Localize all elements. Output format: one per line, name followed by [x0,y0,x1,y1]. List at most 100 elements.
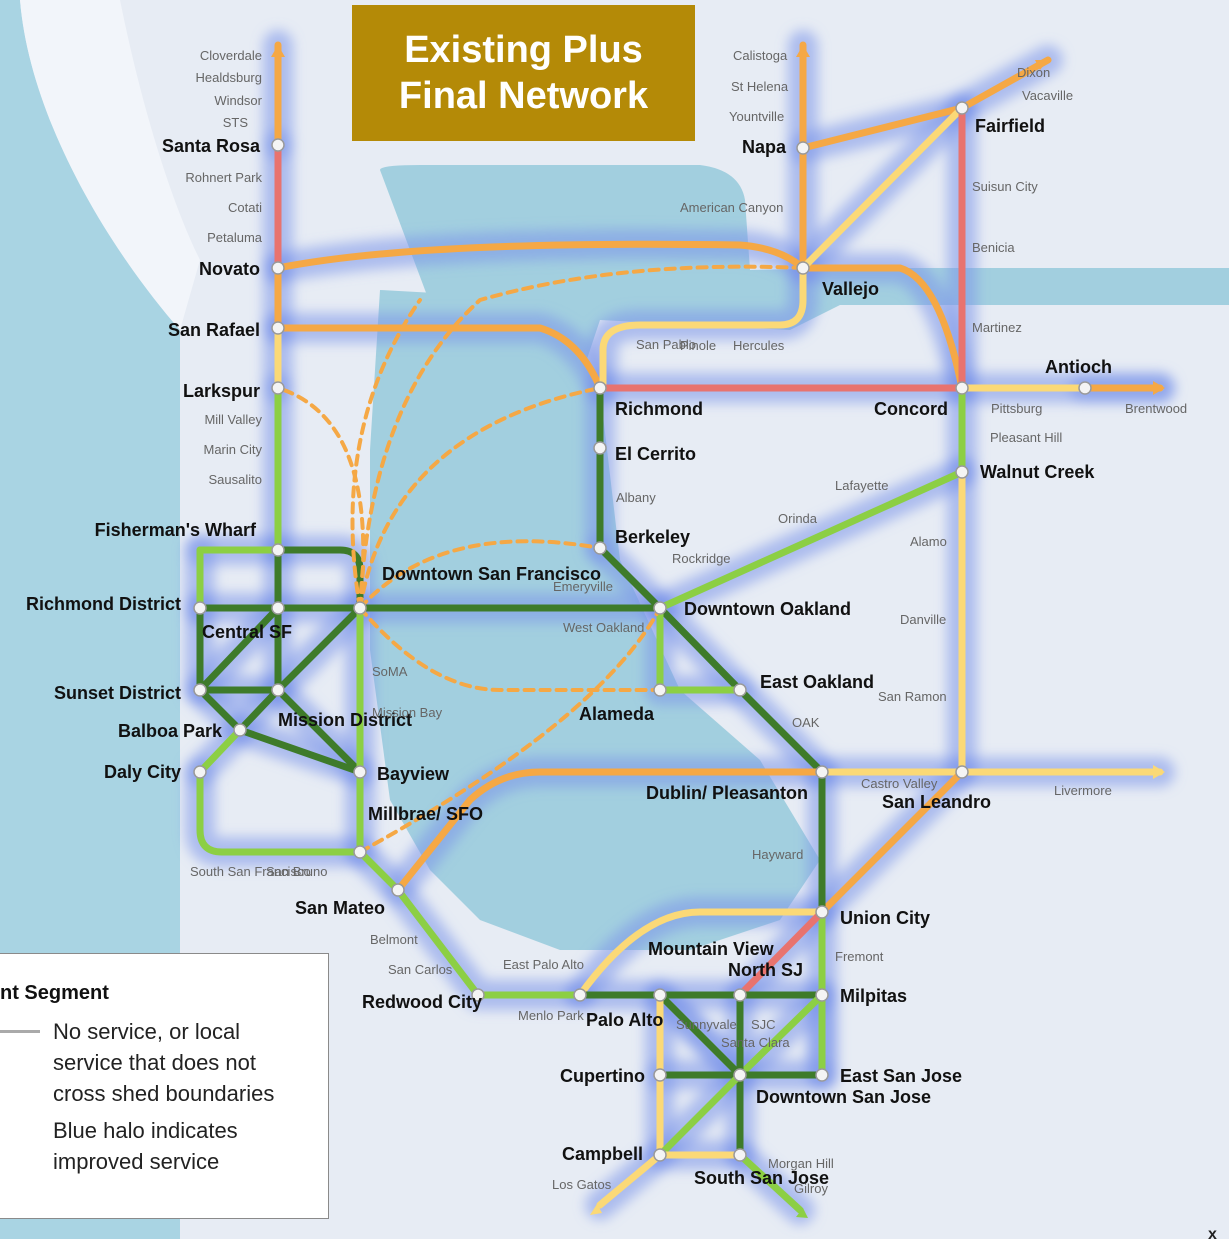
dashed-service-segment [358,386,602,610]
service-segment [274,686,364,776]
minor-place-label: Livermore [1054,783,1112,798]
station-markers [193,101,1092,1162]
minor-place-label: Healdsburg [196,70,263,85]
minor-place-label: Los Gatos [552,1177,612,1192]
minor-place-label: Pittsburg [991,401,1042,416]
major-station-label: Balboa Park [118,721,223,741]
major-station-label: Daly City [104,762,181,782]
station-marker [593,381,607,395]
station-marker [271,321,285,335]
major-station-label: East Oakland [760,672,874,692]
minor-place-label: SoMA [372,664,408,679]
major-station-label: Redwood City [362,992,482,1012]
major-station-label: Mission District [278,710,412,730]
minor-place-label: Martinez [972,320,1022,335]
minor-place-label: American Canyon [680,200,783,215]
service-segment [656,468,966,612]
ocean-shore [20,0,200,330]
station-marker [733,1148,747,1162]
service-segment [799,264,966,392]
map-title-line-1: Existing Plus [404,29,643,71]
station-marker [955,381,969,395]
major-station-label: San Leandro [882,792,991,812]
station-marker [271,138,285,152]
major-station-label: Bayview [377,764,450,784]
dashed-service-segment [358,264,805,610]
ocean [0,0,180,1239]
minor-place-label: Marin City [203,442,262,457]
minor-place-label: Santa Clara [721,1035,790,1050]
minor-place-label: San Pablo [636,337,696,352]
major-station-label: Fairfield [975,116,1045,136]
station-marker [653,1148,667,1162]
major-station-label: Palo Alto [586,1010,663,1030]
minor-place-label: San Bruno [266,864,327,879]
legend-no-service-line-2: service that does not [53,1050,257,1075]
station-marker [815,1068,829,1082]
station-marker [271,381,285,395]
dashed-service-segment [350,298,422,610]
service-segment [394,768,826,894]
service-segment [196,726,244,776]
minor-place-label: West Oakland [563,620,644,635]
service-segment [736,908,826,999]
station-marker [815,905,829,919]
major-station-label: El Cerrito [615,444,696,464]
station-marker [733,1068,747,1082]
minor-place-label: Benicia [972,240,1015,255]
minor-place-label: Danville [900,612,946,627]
major-station-label: San Mateo [295,898,385,918]
minor-place-label: Rockridge [672,551,731,566]
minor-place-label: Rohnert Park [185,170,262,185]
station-marker [573,988,587,1002]
dashed-service-segment [276,386,366,610]
minor-place-label: Albany [616,490,656,505]
service-segment [576,908,826,999]
dashed-service-segment [358,606,662,854]
major-station-label: Napa [742,137,787,157]
station-marker [815,988,829,1002]
major-station-label: Antioch [1045,357,1112,377]
minor-place-label: Pleasant Hill [990,430,1062,445]
station-marker [653,601,667,615]
station-marker [653,683,667,697]
legend-no-service-line-1: No service, or local [53,1019,241,1044]
major-station-label: Campbell [562,1144,643,1164]
station-marker [391,883,405,897]
station-marker [471,988,485,1002]
minor-place-label: Hayward [752,847,803,862]
major-station-label: Fisherman's Wharf [95,520,257,540]
line-arrowhead [1153,381,1165,395]
dashed-service-segment [358,606,662,692]
minor-place-label: Yountville [729,109,784,124]
service-segment [274,240,807,272]
minor-place-label: Castro Valley [861,776,938,791]
major-station-label: East San Jose [840,1066,962,1086]
minor-place-label: Cloverdale [200,48,262,63]
minor-place-label: San Carlos [388,962,453,977]
minor-place-label: Suisun City [972,179,1038,194]
station-marker [593,541,607,555]
minor-place-label: Emeryville [553,579,613,594]
station-marker [271,543,285,557]
station-marker [796,141,810,155]
minor-place-label: Dixon [1017,65,1050,80]
minor-place-label: Menlo Park [518,1008,584,1023]
service-segment [599,264,807,392]
major-station-label: Larkspur [183,381,260,401]
minor-place-label: South San Francisco [190,864,311,879]
minor-place-label: San Ramon [878,689,947,704]
station-marker [353,845,367,859]
service-segment [656,991,744,1079]
major-station-label: Richmond [615,399,703,419]
station-marker [193,601,207,615]
line-arrowhead [271,45,285,57]
major-station-label: Berkeley [615,527,690,547]
minor-place-label: Lafayette [835,478,889,493]
minor-place-label: Petaluma [207,230,263,245]
major-station-label: Millbrae/ SFO [368,804,483,824]
legend-no-service-swatch [0,1030,40,1033]
station-marker [815,765,829,779]
minor-place-label: Mill Valley [204,412,262,427]
